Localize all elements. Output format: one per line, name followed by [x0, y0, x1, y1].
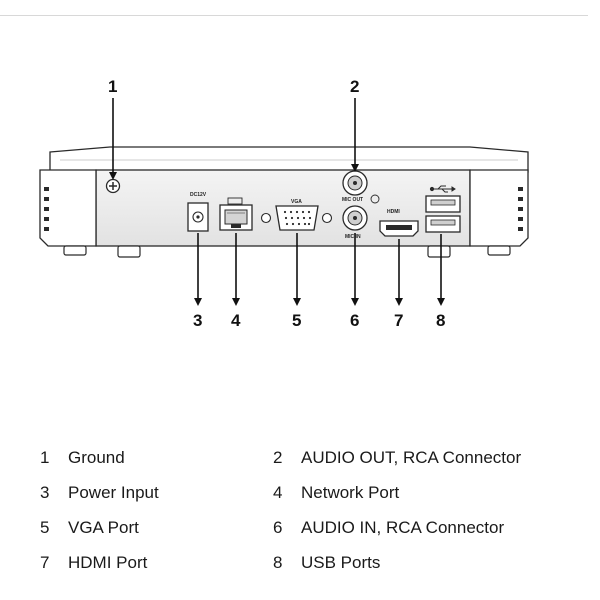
- callout-8: 8: [436, 311, 445, 330]
- right-vents: [518, 187, 523, 231]
- callout-numbers: 1 2 3 4 5 6 7 8: [108, 77, 445, 330]
- callout-1: 1: [108, 77, 117, 96]
- device-feet: [63, 245, 511, 258]
- callout-6: 6: [350, 311, 359, 330]
- callout-2: 2: [350, 77, 359, 96]
- usb-ports: [425, 185, 461, 233]
- hdmi-port: HDMI: [379, 209, 419, 237]
- callout-3: 3: [193, 311, 202, 330]
- top-divider: [0, 15, 588, 16]
- audio-out-rca-port: MIC OUT: [342, 170, 380, 204]
- usb-icon: [429, 185, 456, 193]
- left-vents: [44, 187, 49, 231]
- callout-7: 7: [394, 311, 403, 330]
- network-port: [219, 197, 253, 231]
- mic-in-label: MIC IN: [345, 234, 361, 240]
- audio-in-rca-port: MIC IN: [342, 205, 368, 240]
- vga-port-label: VGA: [291, 199, 302, 205]
- vga-port: VGA: [260, 199, 333, 231]
- hdmi-port-label: HDMI: [387, 209, 400, 215]
- leader-arrows: [109, 98, 445, 306]
- callout-4: 4: [231, 311, 241, 330]
- mic-out-label: MIC OUT: [342, 197, 363, 203]
- ground-screw-icon: [105, 178, 121, 194]
- power-input-port: DC12V: [187, 192, 209, 232]
- power-port-label: DC12V: [190, 192, 207, 198]
- callout-5: 5: [292, 311, 301, 330]
